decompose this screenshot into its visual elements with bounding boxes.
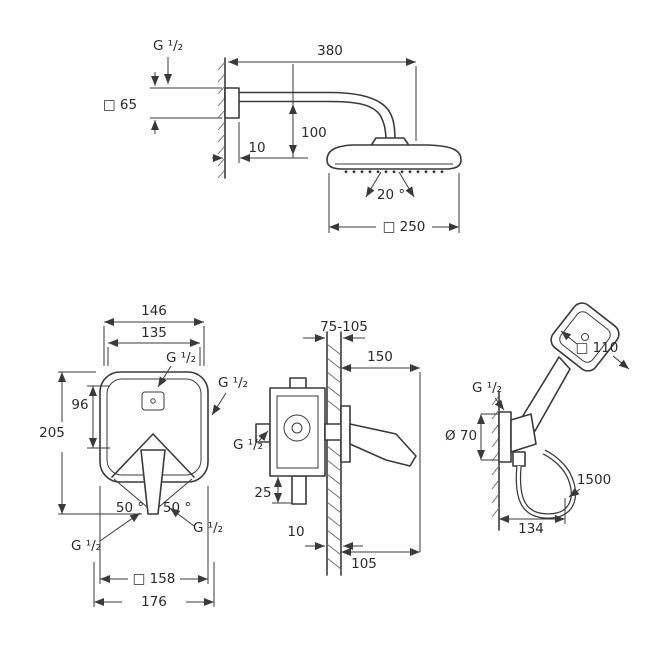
dim-projection-380: 380 [228, 43, 417, 141]
reach-134-label: 134 [518, 521, 544, 537]
spray-nozzles [344, 170, 444, 174]
dim-reach-105: 105 [341, 548, 420, 572]
dim-thread-inlet: G ¹/₂ [233, 430, 269, 453]
diverter-button [141, 391, 165, 411]
shower-holder [510, 413, 537, 453]
width-176-label: 176 [141, 594, 167, 610]
hand-head-width-label: □ 110 [576, 340, 619, 356]
spray-angle-label: 20 ° [377, 187, 405, 203]
dim-spray-angle-20: 20 ° [365, 171, 415, 203]
dim-head-110: □ 110 [560, 330, 630, 370]
head-shower-view: G ¹/₂ □ 65 380 100 10 [103, 38, 462, 235]
thread-inlet-label: G ¹/₂ [233, 437, 263, 453]
dim-plate-158: □ 158 [99, 486, 209, 587]
hose-outlet-fitting [512, 451, 526, 467]
wall-section-holder [491, 391, 500, 531]
dim-wall-10: 10 [287, 524, 363, 550]
holder-thread-label: G ¹/₂ [472, 380, 502, 396]
escutcheon-dia-label: Ø 70 [445, 428, 477, 444]
dim-width-146: 146 [103, 303, 205, 366]
dim-thread-bottom-left: G ¹/₂ [71, 512, 141, 554]
valve-escutcheon [340, 405, 351, 463]
dim-height-96: 96 [71, 385, 110, 449]
dim-width-176: 176 [93, 562, 215, 610]
offset-25-label: 25 [254, 485, 271, 501]
dim-thread-right-trim: G ¹/₂ [211, 375, 248, 416]
diverter-dot [150, 398, 156, 404]
dim-escutcheon-65: □ 65 [103, 72, 222, 134]
wall-10-label: 10 [287, 524, 304, 540]
thread-size-label: G ¹/₂ [153, 38, 183, 54]
thread-right-label: G ¹/₂ [218, 375, 248, 391]
dim-hose-1500: 1500 [568, 472, 611, 498]
dim-escutcheon-70: Ø 70 [445, 413, 498, 461]
dim-width-135: 135 [107, 325, 201, 366]
height-96-label: 96 [71, 397, 88, 413]
swing-left-label: 50 ° [116, 500, 144, 516]
dim-height-205: 205 [39, 371, 142, 515]
projection-label: 380 [317, 43, 343, 59]
drop-label: 100 [301, 125, 327, 141]
head-width-label: □ 250 [383, 219, 426, 235]
wall-section-valve [326, 331, 342, 576]
hand-shower-head [550, 302, 620, 372]
dim-lever-150: 150 [341, 349, 421, 552]
shower-head [326, 144, 462, 170]
wall-offset-label: 10 [248, 140, 265, 156]
hand-shower-view: □ 110 G ¹/₂ Ø 70 1500 134 [445, 302, 630, 537]
dim-drop-100: 100 [289, 64, 327, 158]
shower-hose [515, 449, 576, 519]
reach-105-label: 105 [351, 556, 377, 572]
cartridge-circle [283, 414, 311, 442]
dim-thread-top: G ¹/₂ [153, 38, 183, 84]
dim-thread-holder: G ¹/₂ [472, 380, 505, 411]
hose-length-label: 1500 [577, 472, 611, 488]
outlet-escutcheon [498, 411, 512, 463]
width-146-label: 146 [141, 303, 167, 319]
hand-shower-handle [520, 356, 571, 432]
dim-reach-134: 134 [499, 498, 566, 537]
dim-offset-25: 25 [254, 477, 292, 504]
valve-lever [349, 423, 417, 467]
install-depth-label: 75-105 [320, 319, 368, 335]
dim-head-250: □ 250 [328, 173, 460, 235]
valve-section-view: 75-105 150 G ¹/₂ 25 10 105 [233, 319, 421, 576]
dim-thread-top-trim: G ¹/₂ [157, 350, 196, 388]
escutcheon-size-label: □ 65 [103, 97, 137, 113]
arm-escutcheon [224, 87, 240, 119]
lever-swing-outline [111, 433, 195, 478]
height-205-label: 205 [39, 425, 65, 441]
trim-plate-view: 146 135 G ¹/₂ G ¹/₂ 96 [39, 303, 248, 610]
width-135-label: 135 [141, 325, 167, 341]
lever-length-label: 150 [367, 349, 393, 365]
dim-install-depth: 75-105 [303, 319, 368, 342]
lever-blade [140, 449, 166, 515]
thread-bottom-left-label: G ¹/₂ [71, 538, 101, 554]
plate-width-label: □ 158 [133, 571, 176, 587]
dim-wall-offset-10: 10 [212, 122, 308, 163]
valve-body [255, 377, 351, 505]
thread-top-label: G ¹/₂ [166, 350, 196, 366]
